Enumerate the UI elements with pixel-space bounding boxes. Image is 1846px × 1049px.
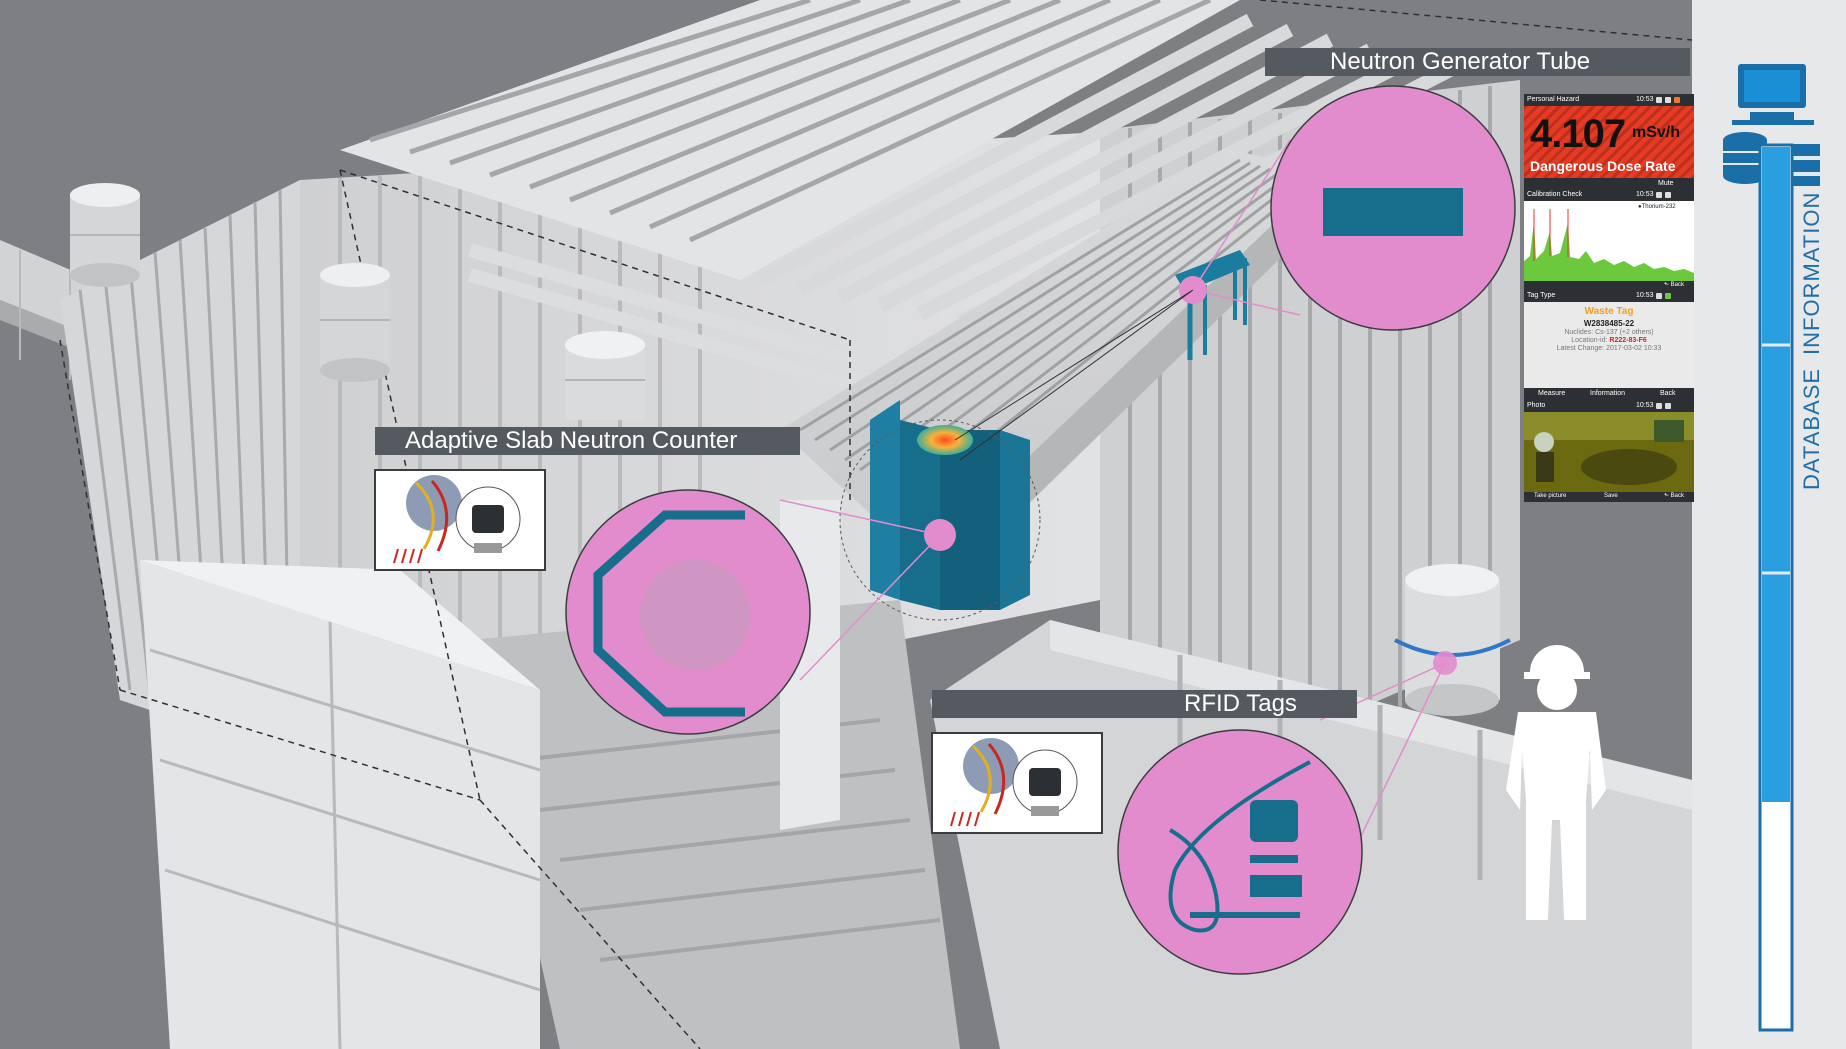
save-button[interactable]: Save (1604, 493, 1618, 499)
status-bar: Personal Hazard 10:53 (1524, 94, 1694, 106)
barrel (320, 263, 390, 382)
back-button[interactable]: ⬑ Back (1664, 282, 1685, 288)
waste-tag-title: Waste Tag (1584, 306, 1634, 317)
battery-icon (1665, 293, 1671, 299)
label-text: RFID Tags (1184, 690, 1297, 717)
mute-button[interactable]: Mute (1658, 180, 1674, 187)
dose-rate-caption: Dangerous Dose Rate (1530, 158, 1676, 174)
status-title: Tag Type (1527, 292, 1556, 299)
location-icon (1665, 97, 1671, 103)
detector-phone-ui: Personal Hazard 10:53 4.107 mSv/h Danger… (1524, 94, 1694, 502)
label-text: Neutron Generator Tube (1330, 48, 1591, 75)
battery-icon (1674, 97, 1680, 103)
battery-icon (1665, 403, 1671, 409)
spectrum-plot (1524, 209, 1694, 281)
battery-icon (1665, 192, 1671, 198)
label-neutron-generator-tube: Neutron Generator Tube (1265, 48, 1690, 76)
slab-zoom-circle (565, 489, 941, 735)
status-time: 10:53 (1636, 292, 1654, 299)
location-value: R222-83-F6 (1609, 337, 1647, 344)
photo-action-bar: Take picture Save ⬑ Back (1524, 492, 1694, 502)
waste-tag-latest-change: Latest Change: 2017-03-02 10:33 (1556, 345, 1662, 352)
photo-image (1524, 412, 1694, 492)
slab-neutron-counter (839, 400, 1041, 621)
wifi-icon (1656, 403, 1662, 409)
barrel (70, 183, 140, 287)
tagged-barrel (1394, 564, 1511, 716)
status-title: Personal Hazard (1527, 96, 1580, 103)
label-rfid-tags: RFID Tags (932, 690, 1357, 718)
status-time: 10:53 (1636, 402, 1654, 409)
barrel (565, 331, 645, 420)
wifi-icon (1656, 293, 1662, 299)
dose-rate-unit: mSv/h (1632, 124, 1681, 141)
status-bar: Tag Type 10:53 (1524, 290, 1694, 302)
neutron-generator-tube (954, 250, 1250, 461)
lock-icon (1656, 97, 1662, 103)
status-bar: Photo 10:53 (1524, 400, 1694, 412)
status-title: Photo (1527, 402, 1546, 409)
slab-counter-thumbnail (374, 469, 546, 571)
tube-zoom-circle (1192, 85, 1516, 331)
measure-button[interactable]: Measure (1538, 390, 1566, 397)
roof-slats (340, 0, 1454, 407)
label-text: Adaptive Slab Neutron Counter (405, 427, 738, 454)
status-bar: Calibration Check 10:53 (1524, 189, 1694, 201)
waste-tag-id: W2838485-22 (1583, 319, 1635, 328)
camera-photo (1524, 412, 1694, 492)
database-sidebar (1692, 0, 1846, 1049)
back-bar: ⬑ Back (1524, 281, 1694, 290)
tag-back-button[interactable]: Back (1660, 390, 1676, 397)
barrels (70, 183, 1511, 716)
waste-tag-panel: Waste Tag W2838485-22 Nuclides: Cs-137 (… (1524, 302, 1694, 364)
spectrum-legend: ●Thorium-232 (1638, 204, 1676, 210)
dose-rate-value: 4.107 (1530, 112, 1626, 156)
waste-tag-nuclides: Nuclides: Cs-137 (+2 others) (1564, 329, 1654, 336)
waste-tag-location: Location-id: R222-83-F6 (1524, 337, 1694, 344)
spectrum-graph: ●Thorium-232 (1524, 201, 1694, 281)
rfid-zoom-circle (1117, 662, 1446, 975)
worker-icon (1506, 645, 1606, 920)
label-adaptive-slab-neutron-counter: Adaptive Slab Neutron Counter (375, 427, 800, 455)
lock-icon (1656, 192, 1662, 198)
sidebar-title-database: DATABASE (1799, 367, 1824, 490)
tag-action-bar: Measure Information Back (1524, 388, 1694, 400)
take-picture-button[interactable]: Take picture (1534, 493, 1567, 499)
status-title: Calibration Check (1527, 191, 1583, 198)
sidebar-title-information: INFORMATION (1799, 191, 1824, 355)
mute-bar: Mute (1524, 178, 1694, 189)
information-button[interactable]: Information (1590, 390, 1626, 397)
location-prefix: Location-id: (1571, 337, 1608, 344)
dose-rate-panel: 4.107 mSv/h Dangerous Dose Rate (1524, 106, 1694, 178)
status-time: 10:53 (1636, 96, 1654, 103)
rfid-tag-thumbnail (931, 732, 1103, 834)
photo-back-button[interactable]: ⬑ Back (1664, 493, 1685, 499)
status-time: 10:53 (1636, 191, 1654, 198)
